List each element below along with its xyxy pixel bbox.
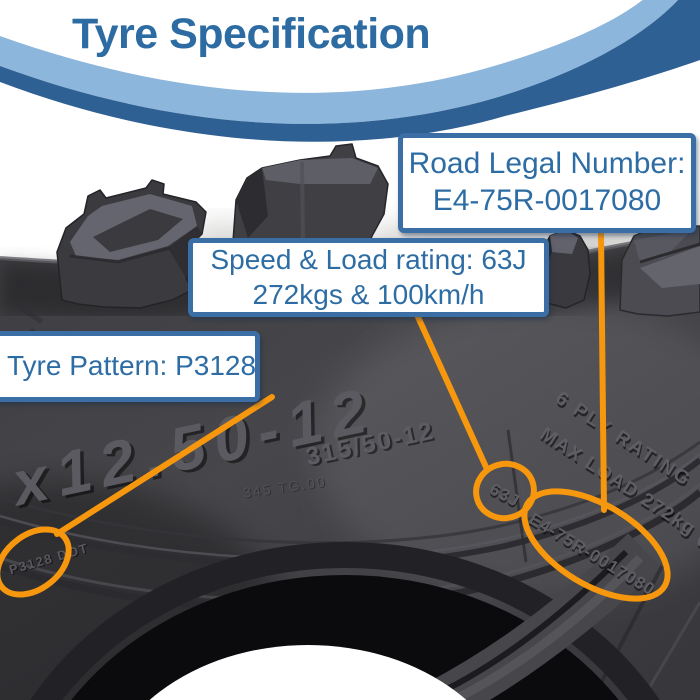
speed-load-callout: Speed & Load rating: 63J 272kgs & 100km/… <box>188 238 549 317</box>
pattern-circle <box>0 526 72 598</box>
tyre-pattern-callout: Tyre Pattern: P3128 <box>0 331 260 402</box>
speed-load-line1: Speed & Load rating: 63J <box>210 244 527 276</box>
pattern-pointer-line <box>54 394 275 537</box>
road-legal-line2: E4-75R-0017080 <box>432 184 662 217</box>
speed-load-line2: 272kgs & 100km/h <box>252 278 485 310</box>
header-swoosh <box>0 0 700 142</box>
road-legal-circle <box>521 488 671 602</box>
swoosh-light-band <box>0 0 678 124</box>
speed-rating-circle <box>473 460 537 522</box>
tread-blocks <box>56 143 700 317</box>
page-title: Tyre Specification <box>72 10 431 58</box>
tyre-pattern-label: Tyre Pattern: P3128 <box>7 350 257 382</box>
swoosh-dark-band <box>0 0 700 142</box>
annotations <box>0 230 671 602</box>
road-legal-pointer-line <box>598 230 607 513</box>
road-legal-callout: Road Legal Number: E4-75R-0017080 <box>398 133 696 233</box>
speed-pointer-line <box>415 314 489 470</box>
tread-block-left <box>56 179 207 309</box>
tyre-inner-opening <box>30 533 660 700</box>
road-legal-line1: Road Legal Number: <box>408 147 686 181</box>
tread-block-mid <box>231 143 389 256</box>
tread-block-right-a <box>539 229 591 309</box>
